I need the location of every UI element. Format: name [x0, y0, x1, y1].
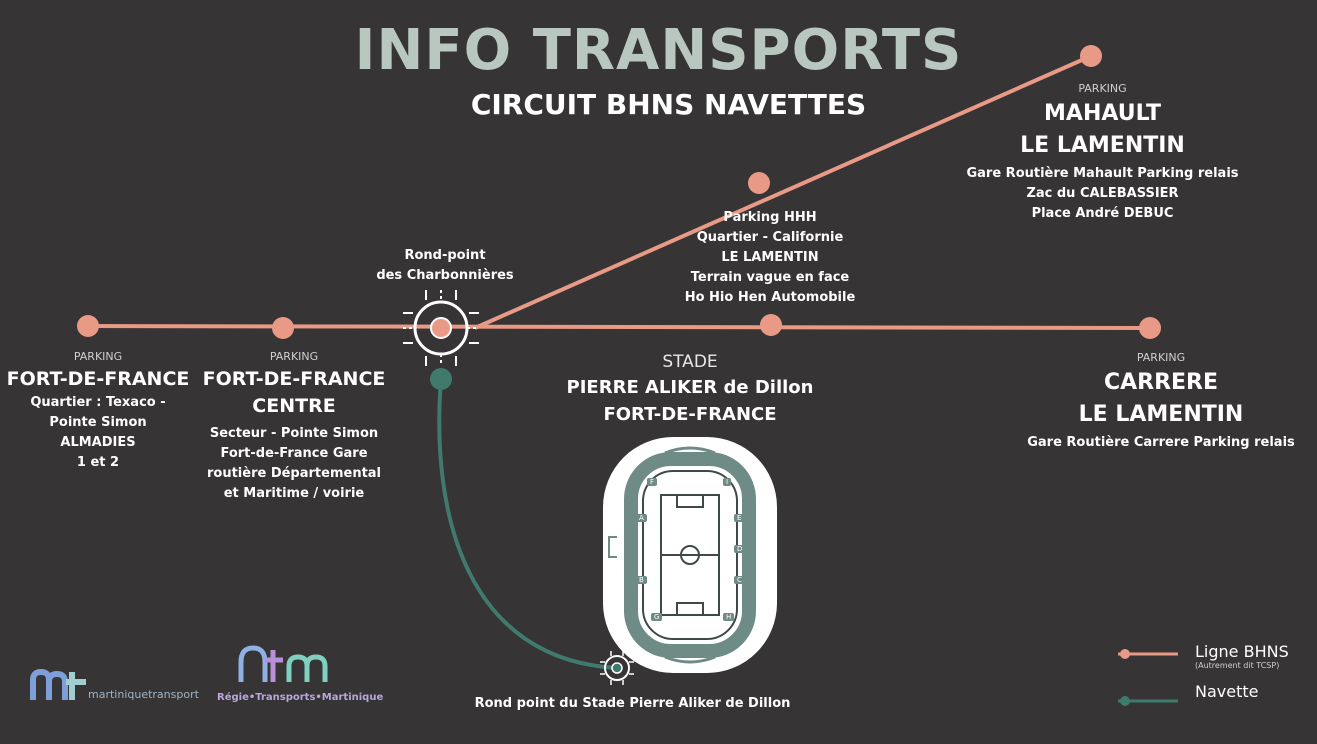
stop-label: Ho Hio Hen Automobile: [684, 290, 856, 305]
roundabout-icon-charbonnieres: [403, 290, 479, 366]
stop-desc: Place André DEBUC: [1031, 206, 1174, 221]
stop-charbonnieres: Rond-point des Charbonnières: [360, 246, 530, 286]
stop-dot-carrere[interactable]: [1139, 317, 1161, 339]
mt-logo-text: martiniquetransport: [88, 688, 199, 701]
page-subtitle: CIRCUIT BHNS NAVETTES: [470, 88, 867, 121]
stop-carrere: PARKING CARRERE LE LAMENTIN Gare Routièr…: [1015, 351, 1307, 453]
stop-desc: Quartier : Texaco -: [30, 395, 166, 410]
page-title: INFO TRANSPORTS: [354, 18, 963, 83]
stop-fdf-centre: PARKING FORT-DE-FRANCE CENTRE Secteur - …: [196, 350, 392, 504]
bhns-line-main: [87, 324, 1151, 330]
stop-dot-fdf-centre[interactable]: [272, 317, 294, 339]
stop-desc: 1 et 2: [76, 455, 120, 470]
section-label: D: [734, 545, 746, 553]
stop-desc: Gare Routière Carrere Parking relais: [1027, 435, 1295, 450]
stadium-drawing: [608, 446, 756, 664]
stop-desc: Gare Routière Mahault Parking relais: [966, 166, 1239, 181]
stop-desc: Fort-de-France Gare: [220, 446, 368, 461]
stop-dot-fdf[interactable]: [77, 315, 99, 337]
stop-name: LE LAMENTIN: [1078, 402, 1244, 427]
legend: Ligne BHNS (Autrement dit TCSP) Navette: [1195, 642, 1310, 701]
stop-label: Rond-point: [404, 248, 486, 263]
stop-label: Quartier - Californie: [696, 230, 844, 245]
stop-desc: routière Départemental: [206, 466, 382, 481]
stop-tag: PARKING: [73, 350, 123, 363]
stop-desc: ALMADIES: [60, 435, 136, 450]
stop-stade: STADE PIERRE ALIKER de Dillon FORT-DE-FR…: [560, 350, 820, 428]
rtm-logo-icon: [238, 645, 328, 682]
stop-dot-navette-start[interactable]: [430, 368, 452, 390]
stop-tag: PARKING: [269, 350, 319, 363]
section-label: A: [636, 514, 647, 522]
stop-name: PIERRE ALIKER de Dillon: [566, 377, 814, 398]
stop-label: Parking HHH: [723, 210, 817, 225]
section-label: I: [723, 478, 732, 486]
section-label: B: [636, 576, 647, 584]
stop-tag: PARKING: [1078, 82, 1127, 95]
stop-desc: Zac du CALEBASSIER: [1026, 186, 1179, 201]
stop-name: CENTRE: [252, 395, 336, 417]
stop-name: LE LAMENTIN: [1020, 133, 1185, 158]
legend-bhns-label: Ligne BHNS: [1195, 642, 1289, 661]
stop-name: CARRERE: [1103, 370, 1219, 395]
mt-logo-icon: [30, 668, 86, 700]
stop-dot-stade-bhns[interactable]: [760, 314, 782, 336]
stop-hhh: Parking HHH Quartier - Californie LE LAM…: [660, 208, 880, 308]
section-label: E: [734, 514, 745, 522]
stop-name: FORT-DE-FRANCE: [603, 404, 777, 425]
stop-dot-hhh[interactable]: [748, 172, 770, 194]
navette-line: [437, 378, 618, 670]
stop-dot-mahault[interactable]: [1080, 45, 1102, 67]
stop-desc: Pointe Simon: [49, 415, 147, 430]
section-label: H: [723, 613, 735, 621]
roundabout-icon-stade: [600, 651, 634, 685]
stop-fdf: PARKING FORT-DE-FRANCE Quartier : Texaco…: [3, 350, 193, 473]
stop-desc: et Maritime / voirie: [223, 486, 365, 501]
stop-name: FORT-DE-FRANCE: [202, 368, 386, 390]
stop-tag: STADE: [662, 352, 718, 372]
rtm-logo-text: Régie•Transports•Martinique: [217, 692, 384, 703]
section-label: C: [734, 576, 745, 584]
stop-tag: PARKING: [1136, 351, 1186, 364]
section-label: G: [651, 613, 663, 621]
stop-rond-point-stade: Rond point du Stade Pierre Aliker de Dil…: [474, 696, 791, 711]
logo-martinique-transport: martiniquetransport: [30, 668, 210, 704]
legend-bhns-dot: [1120, 649, 1130, 659]
bhns-line-branch: [474, 54, 1092, 330]
stadium-plan: F I A E D B C G H: [603, 437, 777, 673]
legend-navette-label: Navette: [1195, 682, 1259, 701]
stop-label: LE LAMENTIN: [721, 250, 819, 265]
stop-mahault: PARKING MAHAULT LE LAMENTIN Gare Routièr…: [950, 82, 1255, 224]
legend-navette-dot: [1120, 696, 1130, 706]
logo-rtm: Régie•Transports•Martinique: [215, 644, 383, 708]
stop-label: Terrain vague en face: [690, 270, 850, 285]
stop-desc: Secteur - Pointe Simon: [209, 426, 379, 441]
stop-name: FORT-DE-FRANCE: [6, 368, 190, 390]
section-label: F: [647, 478, 658, 486]
stop-name: MAHAULT: [1044, 101, 1161, 126]
legend-bhns-note: (Autrement dit TCSP): [1195, 661, 1280, 670]
stop-label: des Charbonnières: [376, 268, 514, 283]
